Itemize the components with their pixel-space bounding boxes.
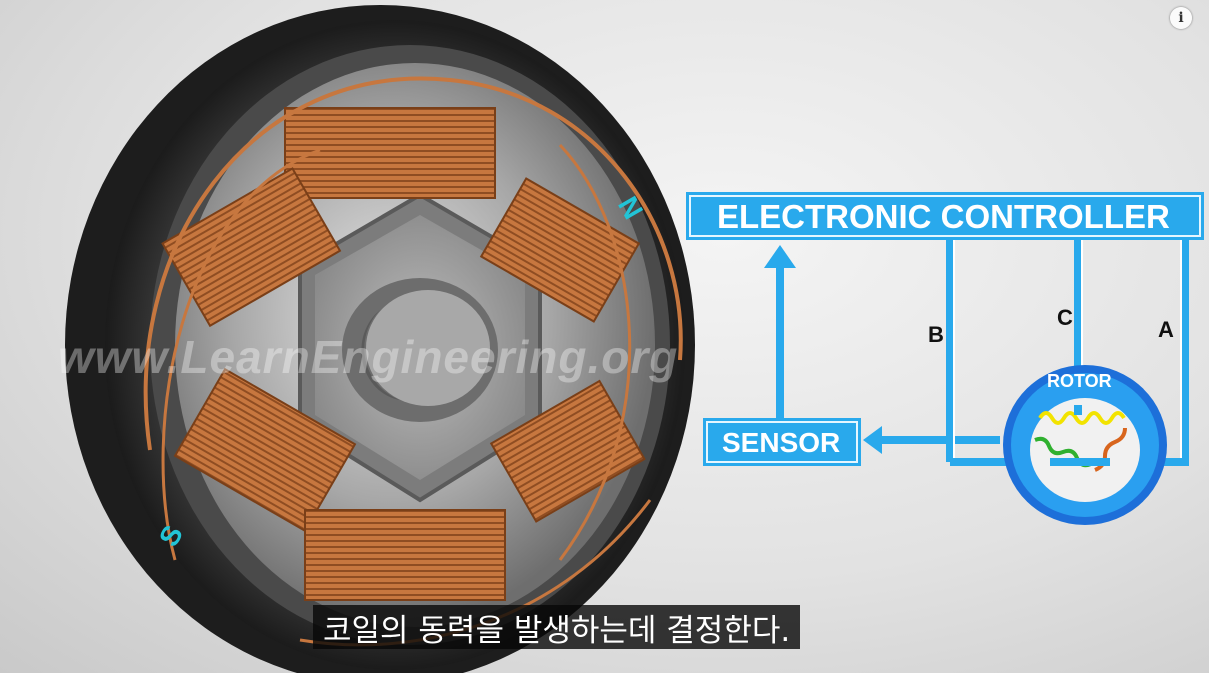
controller-wires (776, 240, 1189, 466)
sensor-label: SENSOR (722, 427, 841, 458)
rotor-label: ROTOR (1047, 371, 1112, 391)
controller-box (686, 192, 1204, 240)
sensor-left-arrow (863, 426, 882, 454)
coil-lower-left (173, 367, 357, 533)
info-glyph: i (1178, 10, 1184, 26)
subtitle-text: 코일의 동력을 발생하는데 결정한다. (323, 612, 791, 649)
coil-upper-left (161, 167, 342, 328)
watermark-text: www.LearnEngineering.org (58, 331, 679, 383)
rotor-symbol (1003, 365, 1167, 525)
coil-bottom (304, 509, 506, 601)
sensor-up-arrow (764, 245, 796, 268)
coil-upper-right (479, 177, 641, 323)
coil-top (284, 107, 496, 199)
info-icon[interactable]: i (1170, 7, 1192, 29)
stator-core (298, 192, 542, 503)
sensor-box (703, 418, 861, 466)
wire-c-label: C (1057, 305, 1073, 330)
stator-coils (143, 76, 683, 647)
wire-b-label: B (928, 322, 944, 347)
controller-label: ELECTRONIC CONTROLLER (717, 198, 1170, 235)
subtitle-box: 코일의 동력을 발생하는데 결정한다. (313, 605, 801, 649)
wire-a-label: A (1158, 317, 1174, 342)
